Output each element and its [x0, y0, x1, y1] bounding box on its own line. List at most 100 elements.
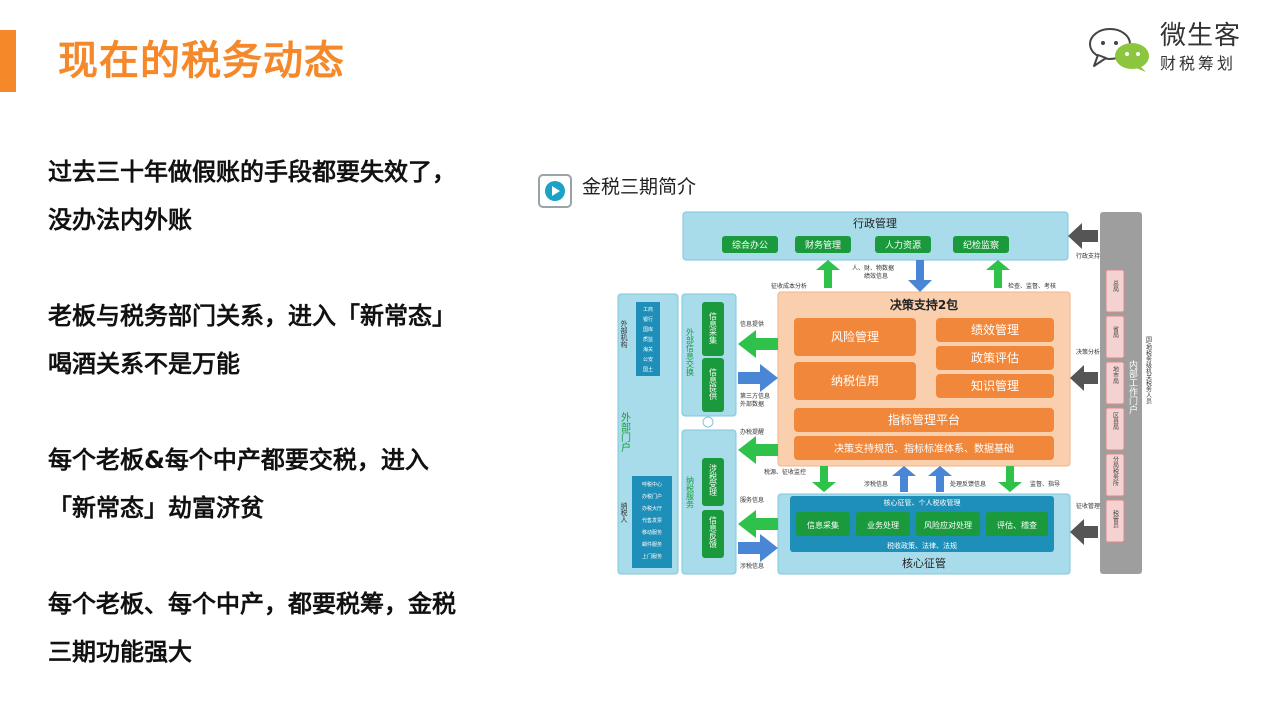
page-title: 现在的税务动态 — [58, 38, 345, 84]
right-arrow — [738, 364, 778, 392]
bullet-line: 每个老板、每个中产，都要税筹，金税 — [48, 590, 456, 618]
play-video-icon — [538, 174, 572, 208]
flow-label: 税源、征收监控 — [764, 468, 806, 476]
flow-label: 决策分析 — [1076, 348, 1100, 356]
core-item-label: 信息采集 — [807, 520, 839, 530]
left-arrow — [738, 330, 778, 358]
bullet-line: 「新常态」劫富济贫 — [48, 494, 264, 522]
decision-item-credit — [794, 362, 916, 400]
bullet-line: 老板与税务部门关系，进入「新常态」 — [48, 302, 456, 330]
core-item-label: 评估、稽查 — [997, 520, 1037, 530]
service-accept-label: 涉税受理 — [709, 463, 718, 496]
up-arrow — [928, 466, 952, 492]
internal-bureau — [1105, 453, 1125, 497]
up-arrow — [986, 260, 1010, 288]
exchange-collect-label: 信息采集 — [709, 311, 718, 345]
flow-label: 涉税信息 — [864, 480, 888, 488]
down-arrow — [812, 466, 836, 492]
service-accept — [702, 458, 724, 506]
portal-taxpayer-item: 移动服务 — [642, 529, 662, 536]
admin-item-label: 财务管理 — [805, 239, 841, 251]
chat-bubbles-icon — [1089, 28, 1149, 72]
decision-item-indicator — [794, 408, 1054, 432]
exchange-provide-label: 信息提供 — [709, 367, 718, 401]
admin-item-label: 人力资源 — [885, 239, 921, 251]
decision-item-label: 知识管理 — [971, 378, 1019, 393]
left-arrow — [738, 436, 778, 464]
decision-item-label: 风险管理 — [831, 329, 879, 344]
internal-bureau-label: 省局 — [1112, 325, 1119, 339]
brand-logo: 微生客 财税筹划 — [1088, 20, 1268, 76]
core-top-label: 核心征管、个人税收管理 — [884, 498, 961, 507]
exchange-title: 外部信息交换 — [686, 327, 695, 377]
portal-org-item: 公安 — [643, 356, 653, 363]
exchange-provide — [702, 358, 724, 412]
left-arrow — [1068, 223, 1098, 249]
flow-label: 行政支持 — [1076, 252, 1100, 260]
portal-org-label: 外部机构 — [620, 319, 628, 349]
title-accent-bar — [0, 30, 16, 92]
left-arrow — [738, 510, 778, 538]
portal-taxpayer-item: 呼税中心 — [642, 481, 662, 488]
down-arrow — [998, 466, 1022, 492]
internal-bureau — [1105, 361, 1125, 405]
flow-label: 办税提醒 — [740, 428, 764, 436]
admin-item — [795, 236, 851, 253]
flow-label: 服务信息 — [740, 496, 764, 504]
brand-subtitle: 财税筹划 — [1160, 54, 1237, 73]
decision-item-knowledge — [936, 374, 1054, 398]
internal-bureau-label: 分局税务所 — [1112, 455, 1119, 487]
portal-org-item: 银行 — [643, 316, 653, 323]
internal-bureau-label: 总局 — [1112, 279, 1119, 293]
flow-label: 处理反馈信息 — [950, 480, 986, 488]
flow-label: 监督、指导 — [1030, 480, 1060, 488]
portal-org-item: 工商 — [643, 306, 653, 313]
diagram-caption: 金税三期简介 — [530, 160, 800, 210]
service-feedback — [702, 510, 724, 558]
flow-label: 绩效信息 — [864, 272, 888, 280]
flow-label: 征收管理 — [1076, 502, 1100, 510]
internal-bureau — [1105, 499, 1125, 543]
core-item — [856, 512, 910, 536]
flow-label: 人、财、物数据 — [852, 264, 894, 272]
bullet-line: 喝酒关系不是万能 — [48, 350, 240, 378]
brand-name: 微生客 — [1160, 21, 1242, 51]
flow-label: 第三方信息 — [740, 392, 770, 400]
bullet-line: 没办法内外账 — [48, 206, 192, 234]
bullet-list: 过去三十年做假账的手段都要失效了， 没办法内外账 老板与税务部门关系，进入「新常… — [48, 148, 518, 676]
bullet-item: 老板与税务部门关系，进入「新常态」 喝酒关系不是万能 — [48, 292, 518, 388]
portal-org-item: 国库 — [643, 326, 653, 333]
decision-item-policy — [936, 346, 1054, 370]
bullet-line: 过去三十年做假账的手段都要失效了， — [48, 158, 456, 186]
portal-org-item: 国土 — [643, 366, 653, 373]
core-title: 核心征管 — [902, 556, 946, 570]
admin-item — [953, 236, 1009, 253]
decision-item-label: 绩效管理 — [971, 322, 1019, 337]
down-arrow — [908, 260, 932, 292]
service-feedback-label: 信息反馈 — [709, 515, 718, 549]
internal-bureau-label: 税管员 — [1112, 509, 1119, 529]
portal-org-item: 海关 — [643, 346, 653, 353]
portal-title: 外部门户 — [619, 412, 631, 453]
portal-taxpayer-item: 代售发票 — [642, 517, 662, 524]
internal-bureau — [1105, 269, 1125, 313]
golden-tax-architecture-diagram: 行政管理 综合办公 财务管理 人力资源 纪检监察 人、财、物数据 绩效信息 征收… — [617, 211, 1152, 575]
exchange-collect — [702, 302, 724, 356]
bullet-item: 每个老板&每个中产都要交税，进入 「新常态」劫富济贫 — [48, 436, 518, 532]
portal-taxpayer-item: 办税大厅 — [642, 505, 662, 512]
up-arrow — [892, 466, 916, 492]
core-item-label: 业务处理 — [867, 520, 899, 530]
decision-item-label: 决策支持规范、指标标准体系、数据基础 — [834, 442, 1014, 455]
bullet-item: 过去三十年做假账的手段都要失效了， 没办法内外账 — [48, 148, 518, 244]
admin-item-label: 纪检监察 — [963, 239, 999, 251]
decision-item-label: 纳税信用 — [831, 374, 879, 388]
link-connector — [702, 416, 714, 428]
flow-label: 涉税信息 — [740, 562, 764, 570]
portal-taxpayer-item: 办税门户 — [642, 493, 662, 500]
internal-bureau — [1105, 407, 1125, 451]
service-title: 纳税服务 — [686, 475, 695, 509]
internal-bureau-label: 地市局 — [1112, 365, 1119, 385]
portal-taxpayer-item: 上门服务 — [642, 553, 662, 560]
admin-title: 行政管理 — [853, 216, 897, 230]
bullet-item: 每个老板、每个中产，都要税筹，金税 三期功能强大 — [48, 580, 518, 676]
